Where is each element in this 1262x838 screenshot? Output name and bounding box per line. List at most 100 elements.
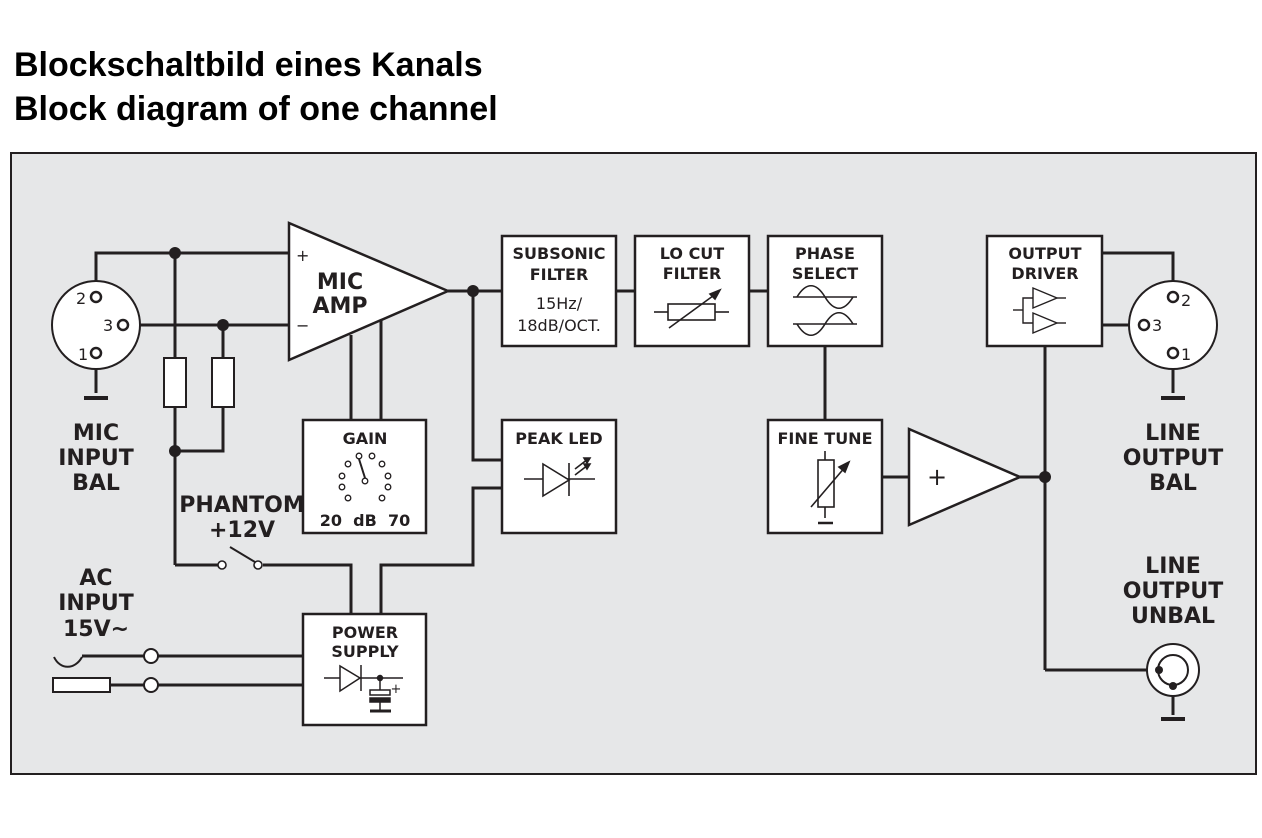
lo-cut-label-1: LO CUT	[660, 244, 725, 263]
cap-polarity: +	[391, 682, 402, 697]
phase-waves-icon	[793, 284, 857, 337]
line-output-unbal-label-2: OUTPUT	[1123, 579, 1224, 604]
subsonic-label-1: SUBSONIC	[513, 244, 606, 263]
pin-2	[89, 290, 103, 304]
line-output-unbal-jack[interactable]	[1146, 643, 1200, 697]
line-output-bal-connector[interactable]: 2 3 1	[1128, 280, 1218, 370]
summing-amp-plus: +	[927, 463, 947, 491]
mic-input-label-2: INPUT	[58, 446, 134, 471]
pin-1	[1166, 346, 1180, 360]
wire-peak-in	[471, 291, 502, 462]
mic-amp-triangle	[287, 221, 452, 362]
mic-amp-label-2: AMP	[312, 294, 367, 319]
xlr-body	[51, 280, 141, 370]
subsonic-spec-2: 18dB/OCT.	[517, 316, 601, 335]
ac-terminal-2	[143, 677, 159, 693]
line-output-bal-label-1: LINE	[1145, 421, 1201, 446]
jack-tip-dot	[1155, 666, 1163, 674]
dual-buffer-icon	[1013, 286, 1066, 335]
output-driver-label-2: DRIVER	[1011, 264, 1078, 283]
phantom-label-2: +12V	[209, 518, 275, 543]
pin-3-label: 3	[1152, 316, 1162, 335]
pin-3-label: 3	[103, 316, 113, 335]
phase-label-2: SELECT	[792, 264, 858, 283]
mic-input-connector[interactable]: 2 3 1	[51, 280, 141, 370]
xlr-body	[1128, 280, 1218, 370]
fine-tune-block[interactable]: FINE TUNE	[766, 418, 884, 535]
junctions	[169, 247, 1051, 483]
ac-terminal-1	[143, 648, 159, 664]
ac-input-label-1: AC	[79, 566, 112, 591]
gain-scale: 20 dB 70	[320, 511, 410, 530]
wire-pin2	[94, 251, 290, 293]
variable-resistor-icon	[654, 288, 729, 329]
junction-dot	[1039, 471, 1051, 483]
subsonic-box	[500, 234, 618, 348]
subsonic-spec-1: 15Hz/	[536, 294, 583, 313]
phantom-label-1: PHANTOM	[179, 493, 305, 518]
line-output-unbal-label-1: LINE	[1145, 554, 1201, 579]
gain-knob-icon	[338, 452, 392, 502]
wire-out-pin2	[1102, 251, 1175, 293]
potentiometer-icon	[810, 451, 851, 525]
mic-input-label-1: MIC	[73, 421, 119, 446]
summing-amp: +	[907, 427, 1024, 527]
power-supply-box	[301, 612, 428, 727]
lo-cut-box	[633, 234, 751, 348]
pin-2-label: 2	[76, 289, 86, 308]
mic-amp-plus: +	[296, 246, 309, 265]
gain-block[interactable]: GAIN 20 dB 70	[301, 418, 428, 535]
subsonic-filter-block: SUBSONIC FILTER 15Hz/ 18dB/OCT.	[500, 234, 618, 348]
junction-dot	[467, 285, 479, 297]
mic-amp-label-1: MIC	[317, 270, 363, 295]
wire-phantom-right	[263, 563, 353, 614]
switch-lever	[229, 546, 256, 563]
resistor-1	[163, 357, 187, 408]
power-supply-label-1: POWER	[332, 623, 398, 642]
fine-tune-label: FINE TUNE	[778, 429, 873, 448]
switch-contact-right	[253, 560, 263, 570]
pin-2	[1166, 290, 1180, 304]
summing-amp-triangle	[907, 427, 1024, 527]
mic-amp: + − MIC AMP	[287, 221, 452, 362]
wire-r2-bottom	[175, 407, 225, 453]
lo-cut-filter-block[interactable]: LO CUT FILTER	[633, 234, 751, 348]
switch-contact-left	[217, 560, 227, 570]
title-english: Block diagram of one channel	[14, 90, 498, 128]
output-driver-block: OUTPUT DRIVER	[985, 234, 1104, 348]
ac-input-label-2: INPUT	[58, 591, 134, 616]
gain-label: GAIN	[343, 429, 388, 448]
junction-dot	[169, 445, 181, 457]
pin-3	[1137, 318, 1151, 332]
wire-power-peak	[379, 486, 502, 614]
pin-3	[116, 318, 130, 332]
mic-input-label-3: BAL	[72, 471, 120, 496]
ac-input-label-3: 15V~	[63, 617, 129, 642]
phase-select-box	[766, 234, 884, 348]
line-output-bal-label-3: BAL	[1149, 471, 1197, 496]
pin-2-label: 2	[1181, 291, 1191, 310]
led-icon	[524, 457, 595, 498]
mic-amp-minus: −	[296, 316, 309, 335]
junction-dot	[217, 319, 229, 331]
jack-sleeve-dot	[1169, 682, 1177, 690]
phase-label-1: PHASE	[795, 244, 855, 263]
rectifier-icon	[324, 664, 403, 713]
phantom-switch[interactable]	[217, 546, 263, 570]
line-output-bal-label-2: OUTPUT	[1123, 446, 1224, 471]
phase-select-block[interactable]: PHASE SELECT	[766, 234, 884, 348]
peak-led-block: PEAK LED	[500, 418, 618, 535]
lo-cut-label-2: FILTER	[663, 264, 722, 283]
power-supply-block: POWER SUPPLY +	[301, 612, 428, 727]
ac-input-plug-icon	[52, 656, 111, 693]
power-supply-label-2: SUPPLY	[331, 642, 399, 661]
resistor-2	[211, 357, 235, 408]
line-output-unbal-label-3: UNBAL	[1131, 604, 1215, 629]
subsonic-label-2: FILTER	[530, 265, 589, 284]
pin-1	[89, 346, 103, 360]
junction-dot	[169, 247, 181, 259]
output-driver-label-1: OUTPUT	[1008, 244, 1081, 263]
pin-1-label: 1	[1181, 345, 1191, 364]
pin-1-label: 1	[78, 345, 88, 364]
